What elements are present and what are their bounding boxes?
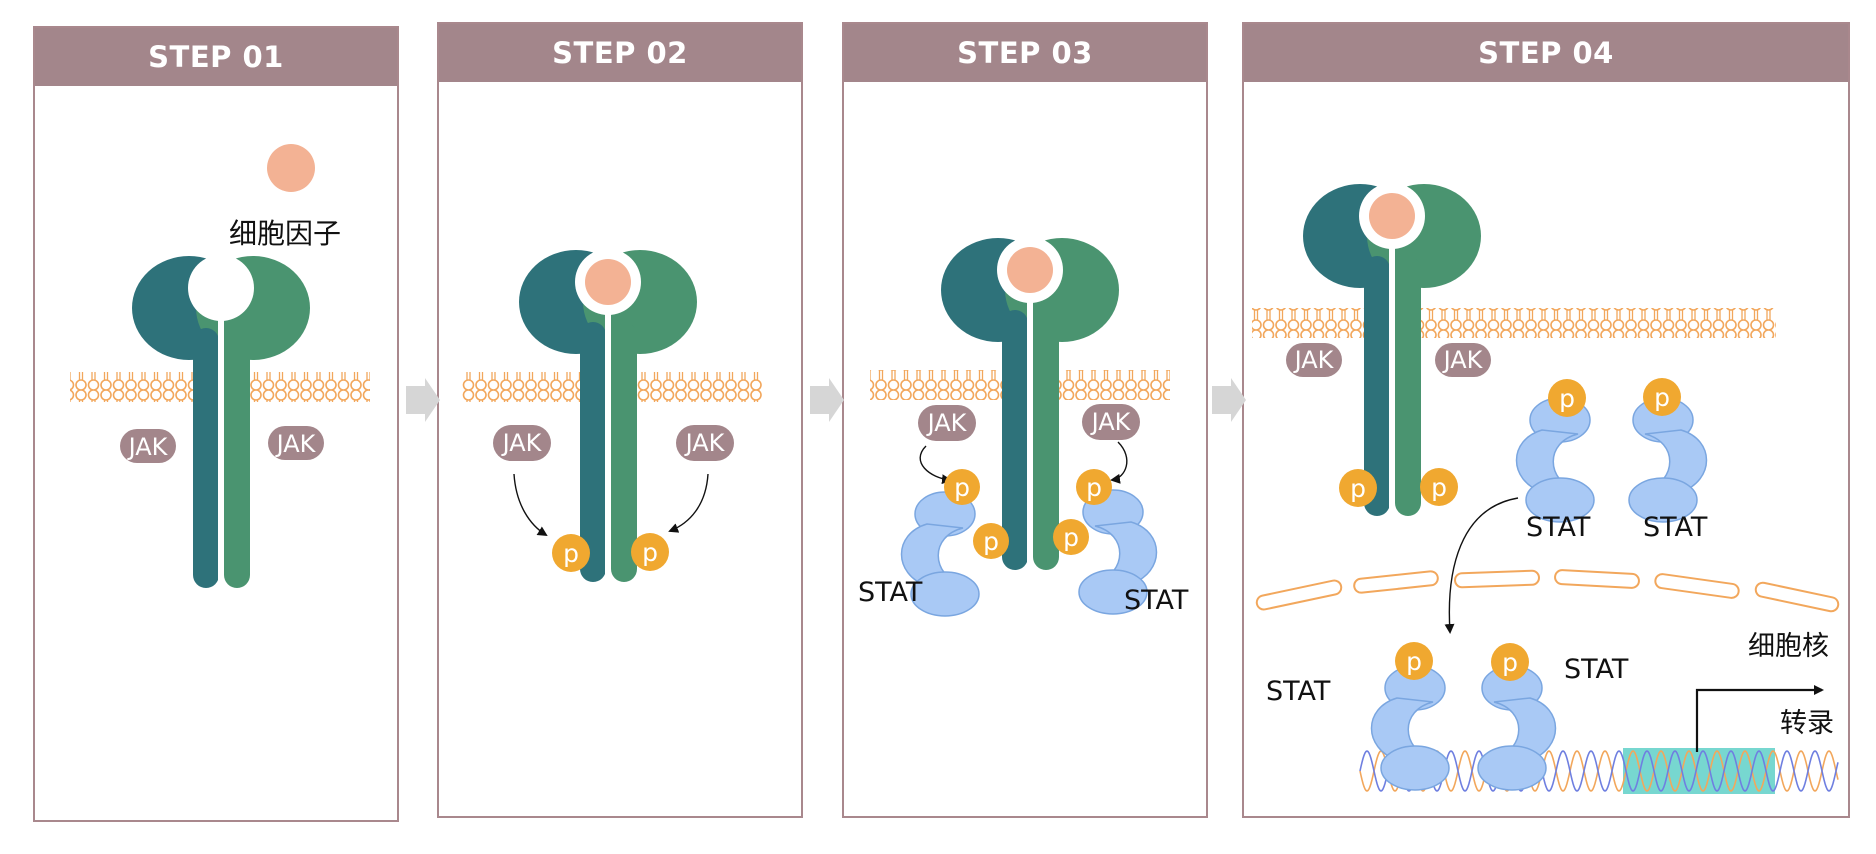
jak-left: JAK [1286, 343, 1342, 377]
stat-label: STAT [1526, 512, 1591, 543]
stat-dimer-nucleus-left [1370, 665, 1450, 791]
step-01-header: STEP 01 [35, 28, 397, 86]
step-arrow-3 [1212, 378, 1246, 422]
step-04-diagram: JAK JAK p p p p STAT STAT [1252, 183, 1840, 794]
stat-dimer-cytoplasm-left [1515, 397, 1595, 523]
step-01-panel: STEP 01 [33, 26, 399, 822]
cytokine-ball [1007, 247, 1053, 293]
svg-text:p: p [1086, 473, 1102, 502]
svg-text:p: p [1350, 474, 1366, 503]
step-02-diagram: JAK JAK p p [462, 249, 762, 592]
svg-text:JAK: JAK [501, 429, 543, 457]
svg-text:p: p [1406, 647, 1422, 676]
svg-text:JAK: JAK [1293, 346, 1335, 374]
phosphate: p [973, 523, 1009, 559]
stat-dimer-cytoplasm-right [1628, 397, 1708, 523]
svg-text:JAK: JAK [684, 429, 726, 457]
svg-text:p: p [1654, 383, 1670, 412]
svg-text:p: p [1063, 523, 1079, 552]
jak-right: JAK [676, 425, 734, 461]
stat-label: STAT [1643, 512, 1708, 543]
stat-label: STAT [858, 577, 923, 608]
step-02-header: STEP 02 [439, 24, 801, 82]
svg-text:JAK: JAK [275, 430, 317, 458]
svg-text:JAK: JAK [1090, 408, 1132, 436]
receptor-dimer [519, 249, 697, 592]
jak-right: JAK [1082, 404, 1140, 440]
cytokine-ball [1369, 193, 1415, 239]
svg-text:JAK: JAK [1442, 346, 1484, 374]
step-01-diagram: 细胞因子 JAK JAK [70, 144, 370, 598]
svg-text:p: p [1431, 473, 1447, 502]
svg-text:p: p [642, 538, 658, 567]
cytokine-ball [585, 259, 631, 305]
step-arrow-2 [810, 378, 844, 422]
transcription-arrow [1695, 685, 1824, 752]
phosphate: p [1643, 378, 1681, 416]
svg-text:p: p [983, 527, 999, 556]
phosphate: p [1395, 642, 1433, 680]
jak-right: JAK [268, 426, 324, 460]
svg-text:p: p [954, 473, 970, 502]
phosphate: p [944, 469, 980, 505]
transcription-label: 转录 [1780, 708, 1834, 739]
stat-label: STAT [1266, 676, 1331, 707]
phosphate: p [1491, 643, 1529, 681]
stat-label: STAT [1124, 585, 1189, 616]
phosphate: p [1548, 379, 1586, 417]
cell-membrane [1252, 308, 1776, 338]
phosphate-left: p [552, 534, 590, 572]
jak-right: JAK [1435, 343, 1491, 377]
svg-text:p: p [563, 539, 579, 568]
step-03-panel: STEP 03 [842, 22, 1208, 818]
svg-text:p: p [1559, 384, 1575, 413]
jak-left: JAK [493, 425, 551, 461]
svg-text:p: p [1502, 648, 1518, 677]
dna-strand-line [1359, 750, 1839, 792]
step-03-header: STEP 03 [844, 24, 1206, 82]
phosphate: p [1053, 519, 1089, 555]
svg-text:JAK: JAK [926, 409, 968, 437]
phosphate: p [1339, 469, 1377, 507]
receptor-dimer [1303, 183, 1481, 526]
phosphate-right: p [631, 533, 669, 571]
phosphate: p [1076, 469, 1112, 505]
jak-left: JAK [918, 405, 976, 441]
cytokine-label: 细胞因子 [229, 217, 341, 250]
nucleus-label: 细胞核 [1748, 631, 1829, 662]
cytokine-ball [267, 144, 315, 192]
stat-label: STAT [1564, 654, 1629, 685]
step-03-diagram: JAK JAK p p p p STAT STAT [858, 237, 1189, 617]
stat-dimer-nucleus-right [1477, 665, 1557, 791]
phosphate: p [1420, 468, 1458, 506]
step-arrow-1 [406, 378, 440, 422]
svg-text:JAK: JAK [127, 433, 169, 461]
dna-strand [1359, 748, 1839, 794]
nuclear-envelope [1255, 569, 1840, 613]
receptor-dimer [941, 237, 1119, 580]
step-04-header: STEP 04 [1244, 24, 1848, 82]
jak-left: JAK [120, 429, 176, 463]
